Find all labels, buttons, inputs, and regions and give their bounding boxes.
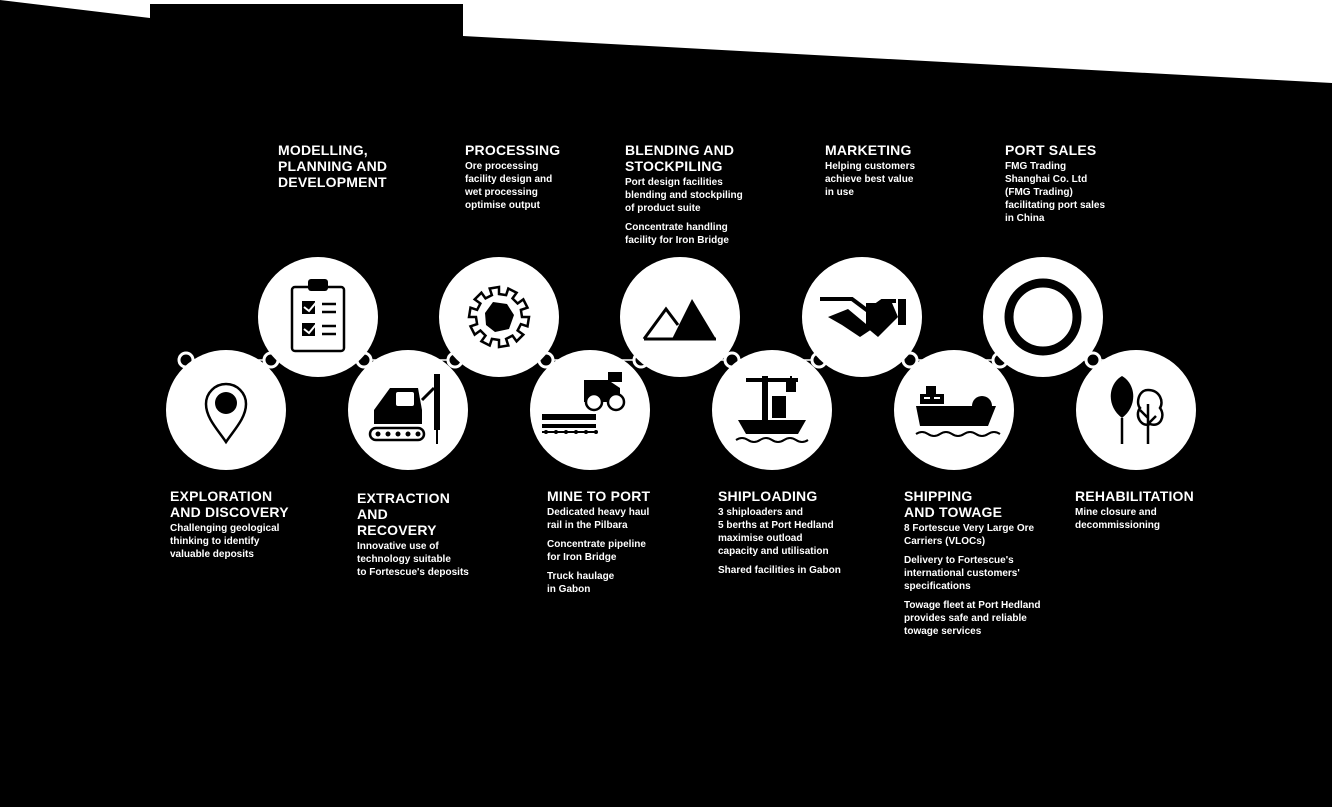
handshake-icon [820, 297, 906, 337]
stage-title: MINE TO PORT [547, 488, 651, 504]
stage-block-mine-to-port: MINE TO PORT Dedicated heavy haul rail in… [547, 488, 650, 602]
stage-block-shipping: SHIPPING AND TOWAGE 8 Fortescue Very Larg… [904, 488, 1041, 644]
map-pin-icon [204, 382, 248, 445]
stage-block-port-sales: PORT SALES FMG Trading Shanghai Co. Ltd (… [1005, 142, 1105, 231]
stage-title: SHIPPING AND TOWAGE [904, 488, 1003, 520]
stage-description: Helping customers achieve best value in … [825, 161, 916, 198]
stage-circle-blending [620, 257, 740, 377]
stage-title: EXPLORATION AND DISCOVERY [170, 488, 289, 520]
ring-icon [1004, 278, 1082, 356]
stage-title: MARKETING [825, 142, 912, 158]
stage-title: SHIPLOADING [718, 488, 818, 504]
stage-description: Truck haulage in Gabon [547, 571, 615, 595]
connector-node [1084, 351, 1102, 369]
stage-block-marketing: MARKETING Helping customers achieve best … [825, 142, 915, 205]
stage-circle-marketing [802, 257, 922, 377]
stage-description: Concentrate handling facility for Iron B… [625, 222, 729, 246]
stage-block-rehabilitation: REHABILITATION Mine closure and decommiss… [1075, 488, 1194, 538]
stage-circle-modelling [258, 257, 378, 377]
stage-description: Ore processing facility design and wet p… [465, 161, 553, 211]
stage-description: FMG Trading Shanghai Co. Ltd (FMG Tradin… [1005, 161, 1106, 224]
stage-description: Concentrate pipeline for Iron Bridge [547, 539, 646, 563]
stage-description: 8 Fortescue Very Large Ore Carriers (VLO… [904, 523, 1035, 547]
stage-description: Shared facilities in Gabon [718, 565, 841, 576]
stage-circle-port-sales [983, 257, 1103, 377]
stage-description: Port design facilities blending and stoc… [625, 177, 743, 214]
stage-description: Innovative use of technology suitable to… [357, 541, 469, 578]
stage-block-shiploading: SHIPLOADING 3 shiploaders and 5 berths at… [718, 488, 841, 583]
stage-title: PROCESSING [465, 142, 561, 158]
gear-icon [467, 285, 531, 349]
stage-description: Mine closure and decommissioning [1075, 507, 1161, 531]
ship-icon [915, 386, 1001, 437]
stage-description: Challenging geological thinking to ident… [170, 523, 280, 560]
stage-title: REHABILITATION [1075, 488, 1194, 504]
mountains-icon [642, 299, 716, 341]
clipboard-checklist-icon [290, 279, 346, 353]
stage-title: PORT SALES [1005, 142, 1097, 158]
stage-title: BLENDING AND STOCKPILING [625, 142, 735, 174]
stage-title: MODELLING, PLANNING AND DEVELOPMENT [278, 142, 388, 190]
stage-description: Towage fleet at Port Hedland provides sa… [904, 600, 1041, 637]
stage-description: Delivery to Fortescue's international cu… [904, 555, 1020, 592]
trees-icon [1110, 376, 1164, 444]
haul-truck-train-icon [542, 372, 626, 434]
stage-circle-rehabilitation [1076, 350, 1196, 470]
drill-rig-icon [368, 374, 440, 444]
stage-title: EXTRACTION AND RECOVERY [357, 490, 450, 538]
stage-block-processing: PROCESSING Ore processing facility design… [465, 142, 560, 218]
stage-block-modelling: MODELLING, PLANNING AND DEVELOPMENT [278, 142, 387, 190]
stage-description: 3 shiploaders and 5 berths at Port Hedla… [718, 507, 834, 557]
ship-loader-icon [735, 376, 809, 443]
stage-description: Dedicated heavy haul rail in the Pilbara [547, 507, 650, 531]
